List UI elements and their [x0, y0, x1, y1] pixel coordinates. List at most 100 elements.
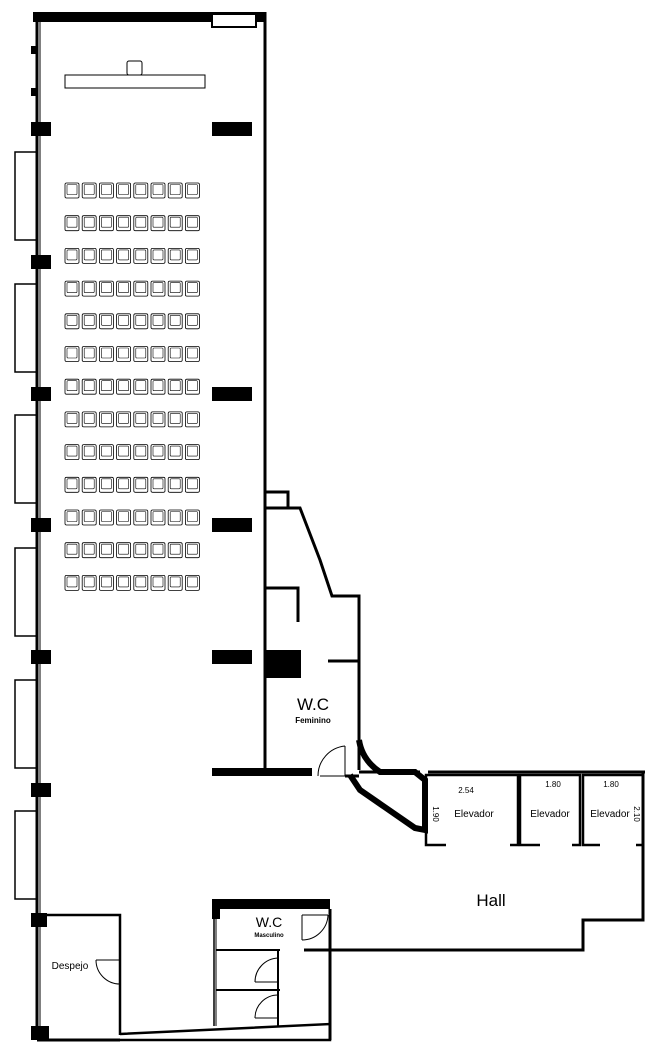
seat	[150, 313, 166, 330]
seat	[167, 280, 183, 297]
seat	[150, 509, 166, 526]
seat	[81, 575, 97, 591]
seat	[167, 378, 183, 395]
stall-door-2	[254, 994, 279, 1019]
seat	[64, 313, 80, 330]
seat	[64, 182, 80, 199]
seat	[184, 542, 200, 559]
elevator-3-label: Elevador	[590, 809, 630, 820]
seat	[133, 509, 149, 526]
seat	[81, 411, 97, 428]
hall-walls	[304, 772, 645, 952]
wc-fem-outer-wall	[265, 506, 361, 770]
seat	[184, 509, 200, 526]
seat	[184, 280, 200, 297]
elevator-1-label: Elevador	[454, 809, 494, 820]
seat	[99, 215, 114, 232]
seat	[81, 476, 97, 493]
elevator-2-label: Elevador	[530, 809, 570, 820]
seat	[167, 476, 183, 493]
wc-fem-partition	[265, 586, 300, 622]
seat	[116, 509, 131, 526]
seat	[64, 509, 80, 526]
bottom-wall-left	[212, 768, 312, 776]
seat	[184, 411, 200, 428]
auditorium-bottom	[212, 492, 312, 776]
seat	[150, 542, 166, 559]
seat	[133, 542, 149, 559]
seat	[116, 444, 131, 461]
despejo-room	[37, 913, 332, 1042]
seat	[81, 280, 97, 297]
seat	[150, 280, 166, 297]
seat	[81, 509, 97, 526]
seat	[99, 280, 114, 297]
seat	[133, 575, 149, 591]
seat	[81, 182, 97, 199]
despejo-door	[95, 959, 121, 985]
seat	[150, 575, 166, 591]
seat	[133, 444, 149, 461]
seat	[150, 476, 166, 493]
stall-door-1	[254, 957, 279, 983]
seat	[81, 444, 97, 461]
seat	[116, 247, 131, 264]
wc-fem-door	[317, 745, 346, 777]
seating-area	[64, 182, 200, 591]
elevator-block	[347, 739, 645, 847]
seat	[116, 280, 131, 297]
seat	[116, 476, 131, 493]
seat	[99, 346, 114, 362]
seat	[81, 313, 97, 330]
seat	[133, 411, 149, 428]
seat	[81, 542, 97, 559]
seat	[64, 346, 80, 362]
wc-feminine	[265, 490, 361, 778]
right-pillars	[212, 122, 252, 664]
seat	[116, 346, 131, 362]
despejo-label: Despejo	[52, 961, 89, 972]
seat	[167, 182, 183, 199]
window-bays	[14, 151, 37, 900]
seat	[167, 215, 183, 232]
seat	[167, 575, 183, 591]
stage-table	[64, 60, 206, 89]
wc-fem-sub: Feminino	[295, 716, 331, 725]
seat	[81, 378, 97, 395]
seat	[81, 247, 97, 264]
hall-label: Hall	[476, 891, 505, 910]
seat	[184, 378, 200, 395]
elevator-1-depth: 1.90	[431, 806, 440, 822]
elevator-3-width: 1.80	[603, 780, 619, 789]
seat	[116, 575, 131, 591]
seat	[167, 542, 183, 559]
seat	[184, 444, 200, 461]
seat	[133, 182, 149, 199]
seat	[99, 476, 114, 493]
seat	[64, 215, 80, 232]
wc-fem-pillar	[265, 650, 301, 678]
seat	[184, 182, 200, 199]
seat	[150, 444, 166, 461]
seat	[133, 280, 149, 297]
seat	[99, 542, 114, 559]
top-wall	[33, 12, 266, 22]
seat	[64, 444, 80, 461]
seat	[150, 411, 166, 428]
seat	[150, 182, 166, 199]
elevator-2-width: 1.80	[545, 780, 561, 789]
seat	[116, 542, 131, 559]
seat	[99, 411, 114, 428]
seat	[64, 247, 80, 264]
seat	[133, 247, 149, 264]
seat	[133, 215, 149, 232]
seat	[64, 542, 80, 559]
seat	[133, 313, 149, 330]
seat	[99, 378, 114, 395]
seat	[64, 378, 80, 395]
seat	[133, 346, 149, 362]
seat	[184, 346, 200, 362]
seat	[116, 378, 131, 395]
seat	[81, 346, 97, 362]
elevator-3-depth: 2.10	[632, 806, 641, 822]
